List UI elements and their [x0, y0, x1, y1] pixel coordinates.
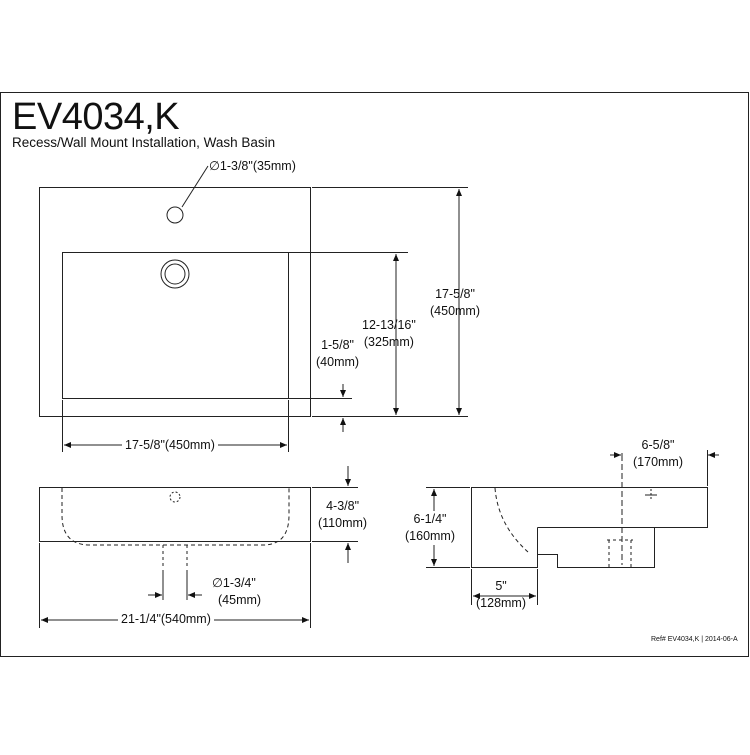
height-label: 4-3/8"(110mm)	[318, 499, 368, 530]
bowl-outline	[62, 252, 289, 399]
rim-label: 1-5/8"(40mm)	[316, 338, 360, 369]
front-outline	[39, 487, 311, 542]
top-view	[39, 165, 468, 452]
drawing-reference: Ref# EV4034,K | 2014-06-A	[651, 636, 738, 643]
faucet-hole-label: ∅1-3/8"(35mm)	[209, 159, 296, 173]
side-height-label: 6-1/4"(160mm)	[405, 511, 456, 545]
drain-hidden	[162, 545, 188, 568]
side-bottom-label: 5"(128mm)	[476, 579, 527, 610]
front-view	[39, 466, 358, 628]
side-bowl-hidden	[494, 487, 529, 553]
side-outline	[471, 487, 708, 568]
faucet-hole-hidden	[169, 491, 181, 503]
model-title: EV4034,K	[12, 96, 180, 138]
depth-label: 17-5/8"(450mm)	[430, 287, 481, 318]
top-width-label: 17-5/8"(450mm)	[122, 437, 218, 454]
basin-top-outline	[39, 187, 311, 417]
bowl-depth-label: 12-13/16"(325mm)	[362, 318, 416, 349]
sheet-border	[0, 92, 749, 657]
side-top-label: 6-5/8"(170mm)	[633, 438, 684, 469]
faucet-hole	[166, 206, 184, 224]
drain-inner	[164, 263, 186, 285]
drain-outer	[160, 259, 190, 289]
side-view	[426, 450, 719, 605]
bowl-hidden-line	[61, 488, 290, 546]
model-description: Recess/Wall Mount Installation, Wash Bas…	[12, 135, 276, 150]
drain-label: ∅1-3/4"(45mm)	[212, 576, 262, 607]
front-width-label: 21-1/4"(540mm)	[118, 611, 214, 628]
